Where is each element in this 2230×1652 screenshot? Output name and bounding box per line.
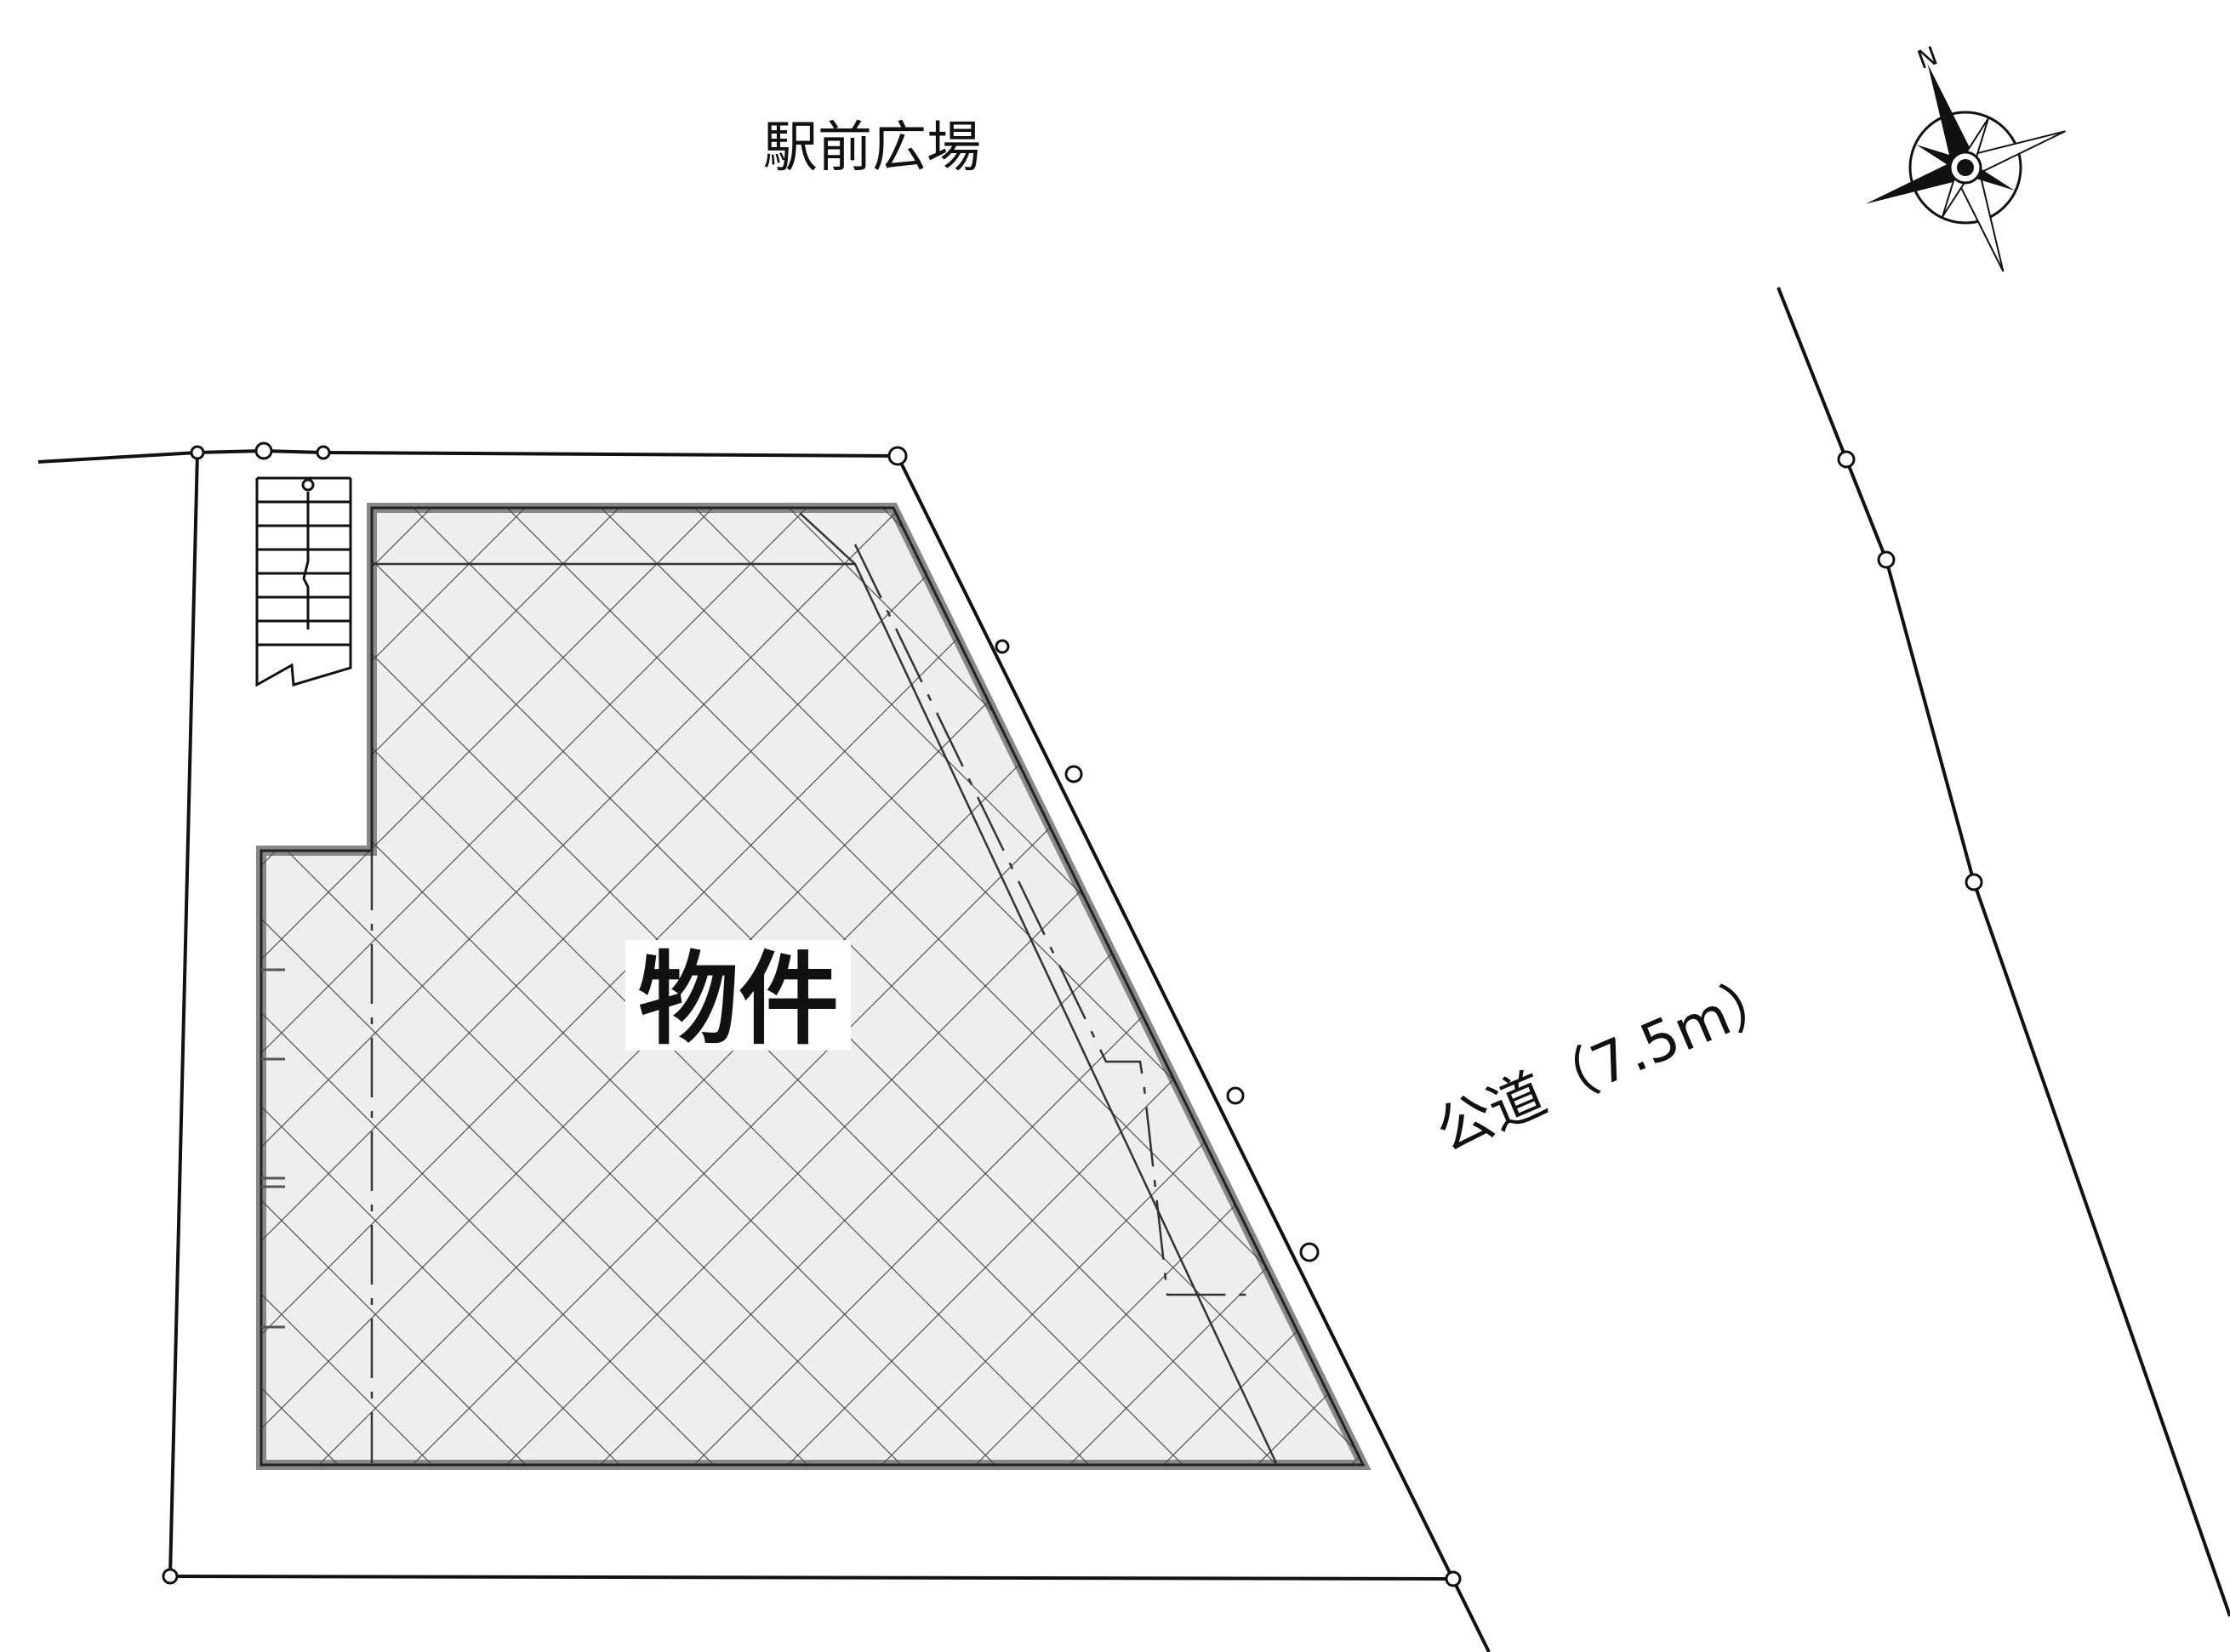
road-far-boundary bbox=[1777, 287, 2230, 1617]
north-label: N bbox=[1913, 41, 1942, 76]
station-plaza-label: 駅前広場 bbox=[763, 117, 981, 179]
compass-rose-icon: N bbox=[1865, 41, 2066, 272]
boundary-markers bbox=[162, 441, 1462, 1587]
public-road-label: 公道（7.5m） bbox=[1427, 960, 1792, 1165]
property-label-background bbox=[625, 940, 851, 1051]
stairs-icon bbox=[255, 476, 352, 687]
property-label: 物件 bbox=[638, 941, 839, 1058]
